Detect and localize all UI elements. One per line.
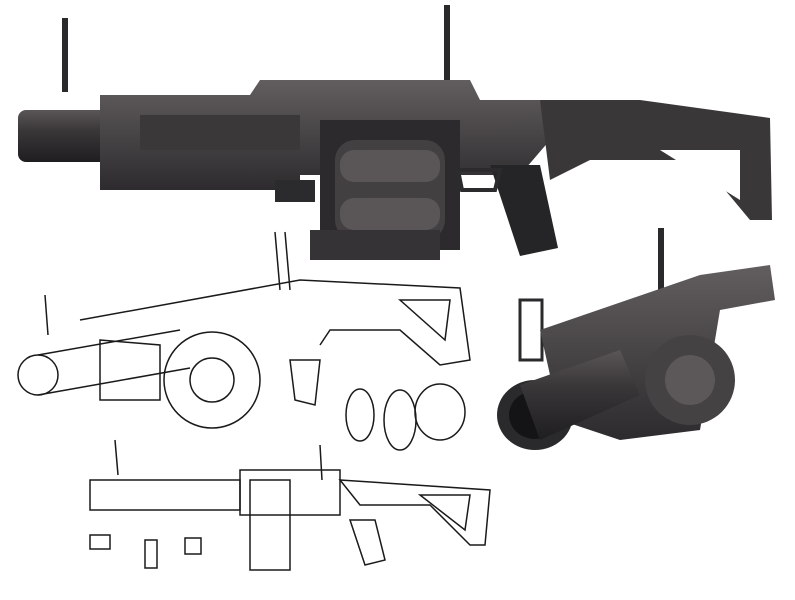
sketch-launcher-perspective: [17, 231, 471, 451]
rendered-launcher-front-view: [497, 228, 775, 450]
sketch-launcher-side-view: [89, 439, 491, 571]
rendered-launcher-side-view: [18, 5, 772, 260]
